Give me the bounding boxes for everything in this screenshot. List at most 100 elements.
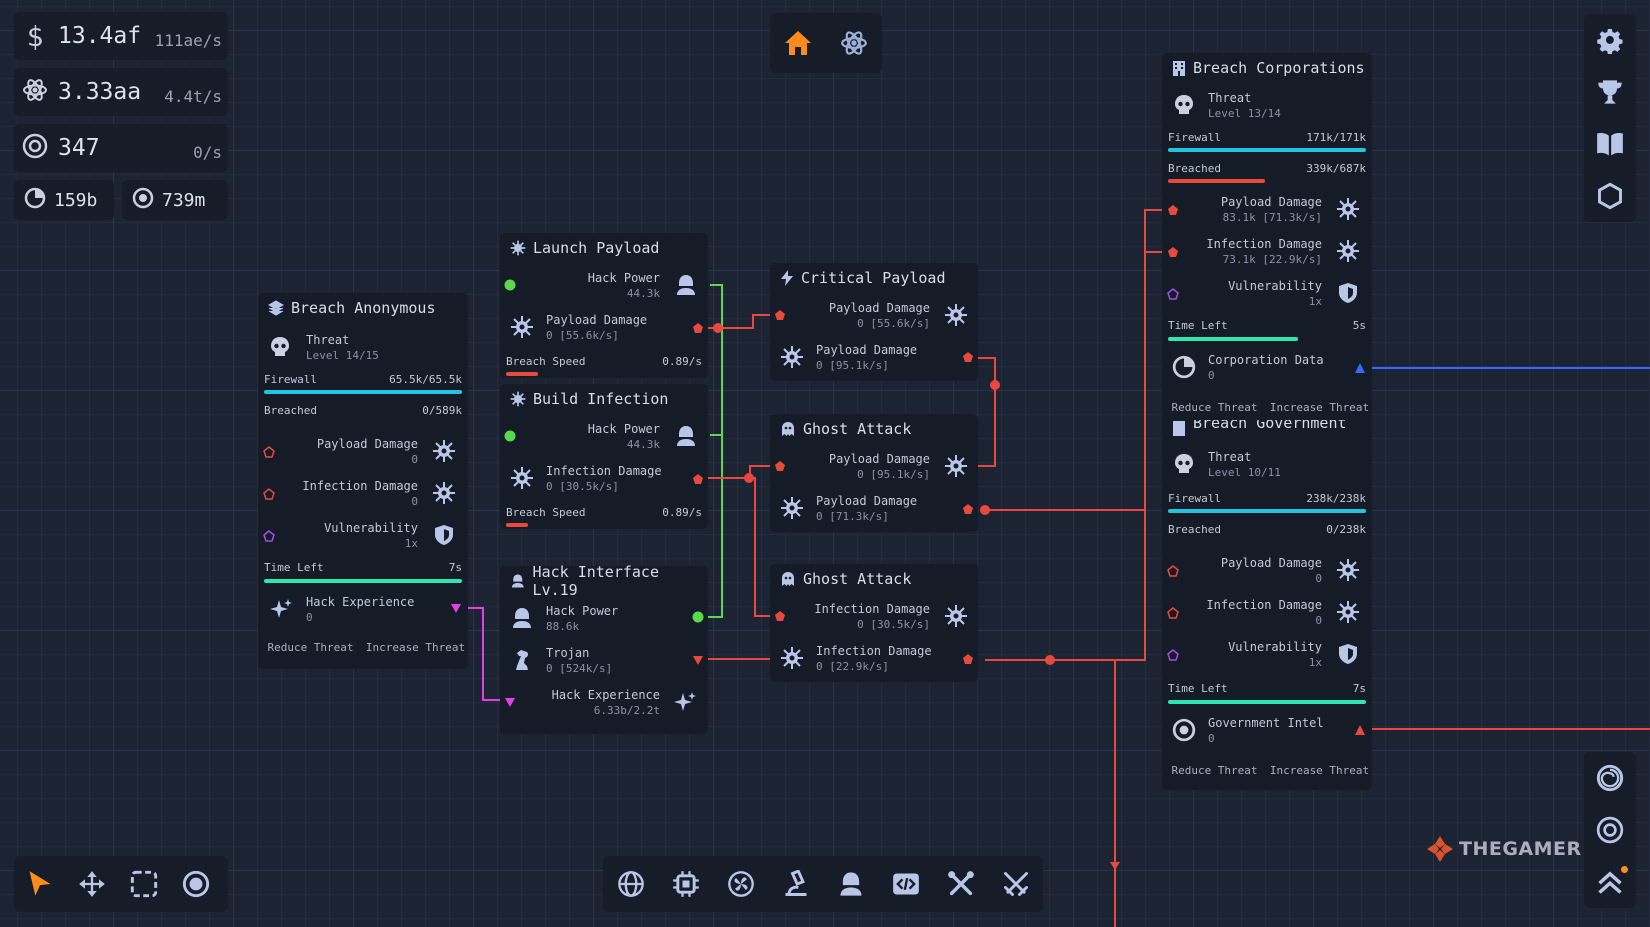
virus-icon bbox=[1336, 600, 1360, 624]
achievements-button[interactable] bbox=[1584, 66, 1636, 118]
trophy-icon bbox=[1598, 80, 1622, 104]
infection-output-port[interactable] bbox=[692, 473, 704, 485]
crossed-swords-icon bbox=[1003, 872, 1028, 896]
research-button[interactable] bbox=[826, 13, 882, 73]
virus-icon bbox=[510, 240, 526, 256]
hardware-category-button[interactable] bbox=[658, 858, 713, 910]
network-category-button[interactable] bbox=[603, 858, 658, 910]
target-icon bbox=[22, 133, 48, 163]
node-ghost-attack-infection[interactable]: Ghost Attack Infection Damage 0 [30.5k/s… bbox=[770, 564, 978, 682]
payload-input-port[interactable] bbox=[1167, 565, 1179, 577]
move-tool-button[interactable] bbox=[66, 858, 118, 910]
record-icon bbox=[182, 870, 210, 898]
pie-chart-icon bbox=[22, 187, 48, 213]
code-category-button[interactable] bbox=[878, 858, 933, 910]
notification-dot bbox=[1621, 866, 1628, 873]
firewall-bar bbox=[264, 390, 462, 394]
vulnerability-input-port[interactable] bbox=[263, 530, 275, 542]
top-nav bbox=[770, 13, 882, 73]
record-tool-button[interactable] bbox=[170, 858, 222, 910]
hexagon-button[interactable] bbox=[1584, 170, 1636, 222]
reduce-threat-button[interactable]: Reduce Threat bbox=[1171, 401, 1258, 414]
dollar-icon: $ bbox=[26, 19, 44, 53]
hack-power-input-port[interactable] bbox=[504, 279, 516, 291]
exp-output-port[interactable] bbox=[450, 602, 462, 614]
node-hack-interface[interactable]: Hack Interface Lv.19 Hack Power 88.6k Tr… bbox=[500, 563, 708, 734]
target-resource: 347 0/s bbox=[14, 124, 228, 172]
side-menu-top bbox=[1584, 14, 1636, 222]
increase-threat-button[interactable]: Increase Threat bbox=[1269, 764, 1370, 777]
target-button[interactable] bbox=[1584, 804, 1636, 856]
code-icon bbox=[892, 873, 919, 895]
box-select-tool-button[interactable] bbox=[118, 858, 170, 910]
virus-icon bbox=[944, 604, 968, 628]
vulnerability-input-port[interactable] bbox=[1167, 288, 1179, 300]
virus-icon bbox=[944, 454, 968, 478]
hack-power-input-port[interactable] bbox=[504, 430, 516, 442]
atom-resource: 3.33aa 4.4t/s bbox=[14, 68, 228, 116]
node-critical-payload[interactable]: Critical Payload Payload Damage 0 [55.6k… bbox=[770, 263, 978, 381]
trojan-output-port[interactable] bbox=[692, 654, 704, 666]
atom-icon bbox=[841, 31, 867, 55]
node-title: Hack Interface Lv.19 bbox=[532, 563, 659, 599]
reduce-threat-button[interactable]: Reduce Threat bbox=[267, 641, 354, 654]
research-category-button[interactable] bbox=[768, 858, 823, 910]
threat-buttons: Reduce Threat Increase Threat bbox=[258, 635, 468, 660]
payload-input-port[interactable] bbox=[774, 309, 786, 321]
increase-threat-button[interactable]: Increase Threat bbox=[1269, 401, 1370, 414]
node-build-infection[interactable]: Build Infection Hack Power 44.3k Infecti… bbox=[500, 384, 708, 529]
node-category-toolbar bbox=[603, 856, 1043, 912]
infection-input-port[interactable] bbox=[774, 610, 786, 622]
book-icon bbox=[1597, 133, 1623, 156]
infection-input-port[interactable] bbox=[263, 488, 275, 500]
hacker-category-button[interactable] bbox=[823, 858, 878, 910]
payload-output-port[interactable] bbox=[692, 322, 704, 334]
payload-input-port[interactable] bbox=[263, 446, 275, 458]
virus-icon bbox=[432, 439, 456, 463]
virus-icon bbox=[510, 391, 526, 407]
settings-button[interactable] bbox=[1584, 14, 1636, 66]
exp-input-port[interactable] bbox=[504, 696, 516, 708]
cooling-category-button[interactable] bbox=[713, 858, 768, 910]
firewall-bar bbox=[1168, 509, 1366, 513]
reduce-threat-button[interactable]: Reduce Threat bbox=[1171, 764, 1258, 777]
node-breach-anonymous[interactable]: Breach Anonymous Threat Level 14/15 Fire… bbox=[258, 293, 468, 669]
virus-icon bbox=[510, 315, 534, 339]
atom-icon bbox=[22, 77, 48, 107]
building-icon bbox=[1173, 421, 1185, 436]
tools-category-button[interactable] bbox=[933, 858, 988, 910]
hacker-icon bbox=[511, 574, 524, 588]
increase-threat-button[interactable]: Increase Threat bbox=[365, 641, 466, 654]
node-breach-corporations[interactable]: Breach Corporations Threat Level 13/14 F… bbox=[1162, 53, 1372, 425]
intel-output-port[interactable] bbox=[1354, 724, 1366, 736]
side-menu-bottom bbox=[1584, 752, 1636, 908]
select-tool-button[interactable] bbox=[14, 858, 66, 910]
node-launch-payload[interactable]: Launch Payload Hack Power 44.3k Payload … bbox=[500, 233, 708, 378]
rank-up-button[interactable] bbox=[1584, 856, 1636, 908]
home-button[interactable] bbox=[770, 13, 826, 73]
infection-output-port[interactable] bbox=[962, 653, 974, 665]
codex-button[interactable] bbox=[1584, 118, 1636, 170]
move-icon bbox=[79, 871, 105, 897]
hack-power-output-port[interactable] bbox=[692, 611, 704, 623]
infection-input-port[interactable] bbox=[1167, 607, 1179, 619]
chevrons-up-icon bbox=[1598, 871, 1622, 894]
threat-buttons: Reduce Threat Increase Threat bbox=[1162, 758, 1372, 783]
data-output-port[interactable] bbox=[1354, 362, 1366, 374]
infection-input-port[interactable] bbox=[1167, 246, 1179, 258]
spiral-button[interactable] bbox=[1584, 752, 1636, 804]
watermark: THEGAMER bbox=[1425, 834, 1582, 864]
attack-category-button[interactable] bbox=[988, 858, 1043, 910]
ghost-icon bbox=[782, 572, 794, 586]
vulnerability-input-port[interactable] bbox=[1167, 649, 1179, 661]
tools-icon bbox=[947, 871, 974, 896]
time-bar bbox=[264, 579, 462, 583]
payload-output-port[interactable] bbox=[962, 503, 974, 515]
tool-palette bbox=[14, 856, 228, 912]
payload-input-port[interactable] bbox=[774, 460, 786, 472]
payload-output-port[interactable] bbox=[962, 351, 974, 363]
payload-input-port[interactable] bbox=[1167, 204, 1179, 216]
lightning-icon bbox=[781, 270, 793, 286]
node-breach-government[interactable]: Breach Government Threat Level 10/11 Fir… bbox=[1162, 420, 1372, 790]
node-ghost-attack-payload[interactable]: Ghost Attack Payload Damage 0 [95.1k/s] … bbox=[770, 414, 978, 532]
